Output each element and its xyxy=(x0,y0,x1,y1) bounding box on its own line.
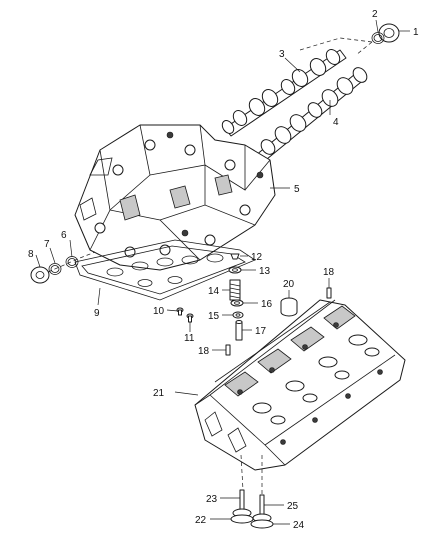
alignment-line xyxy=(47,251,96,273)
callout-3: 3 xyxy=(279,49,285,60)
camshaft-housing-assembly xyxy=(74,124,276,271)
callout-labels: 1 2 3 4 5 6 7 8 9 10 11 12 13 14 15 16 1… xyxy=(28,9,419,531)
callout-21: 21 xyxy=(153,388,165,399)
dowel-pin-upper xyxy=(326,287,332,299)
combustion-chamber xyxy=(224,305,356,397)
callout-2: 2 xyxy=(372,9,378,20)
callout-15: 15 xyxy=(208,311,220,322)
exhaust-valve xyxy=(230,489,254,524)
callout-12: 12 xyxy=(251,252,263,263)
callout-1: 1 xyxy=(413,27,419,38)
valve-keeper xyxy=(230,253,240,260)
alignment-line xyxy=(355,41,373,56)
callout-16: 16 xyxy=(261,299,273,310)
callout-14: 14 xyxy=(208,286,220,297)
camshaft-lower xyxy=(248,67,368,169)
callout-8: 8 xyxy=(28,249,34,260)
bolt-11 xyxy=(186,313,194,323)
valve-spring xyxy=(229,279,241,301)
callout-5: 5 xyxy=(294,184,300,195)
callout-18-lower: 18 xyxy=(198,346,210,357)
camshaft-seal-ring xyxy=(371,32,385,44)
callout-22: 22 xyxy=(195,515,207,526)
callout-20: 20 xyxy=(283,279,295,290)
callout-4: 4 xyxy=(333,117,339,128)
callout-11: 11 xyxy=(184,333,195,344)
alignment-line xyxy=(240,454,244,491)
callout-6: 6 xyxy=(61,230,67,241)
callout-9: 9 xyxy=(94,308,100,319)
valve-spring-seat xyxy=(230,299,244,307)
camshaft-upper xyxy=(221,49,347,137)
alignment-line xyxy=(299,37,373,51)
valve-cover-gasket xyxy=(74,239,256,301)
callout-17: 17 xyxy=(255,326,267,337)
cylinder-head xyxy=(194,299,406,471)
callout-23: 23 xyxy=(206,494,218,505)
bolt-10 xyxy=(176,307,184,316)
dowel-pin-lower xyxy=(225,344,231,356)
leader-lines xyxy=(35,19,410,525)
callout-25: 25 xyxy=(287,501,299,512)
valve-stem-seal xyxy=(232,311,244,319)
callout-7: 7 xyxy=(44,239,50,250)
valve-guide xyxy=(235,320,243,341)
intake-valve xyxy=(250,494,274,529)
callout-10: 10 xyxy=(153,306,165,317)
callout-18-upper: 18 xyxy=(323,267,335,278)
cup-plug xyxy=(280,297,298,317)
valve-spring-retainer xyxy=(228,266,242,274)
callout-13: 13 xyxy=(259,266,271,277)
callout-24: 24 xyxy=(293,520,305,531)
cam-seal-assembly xyxy=(30,256,79,284)
